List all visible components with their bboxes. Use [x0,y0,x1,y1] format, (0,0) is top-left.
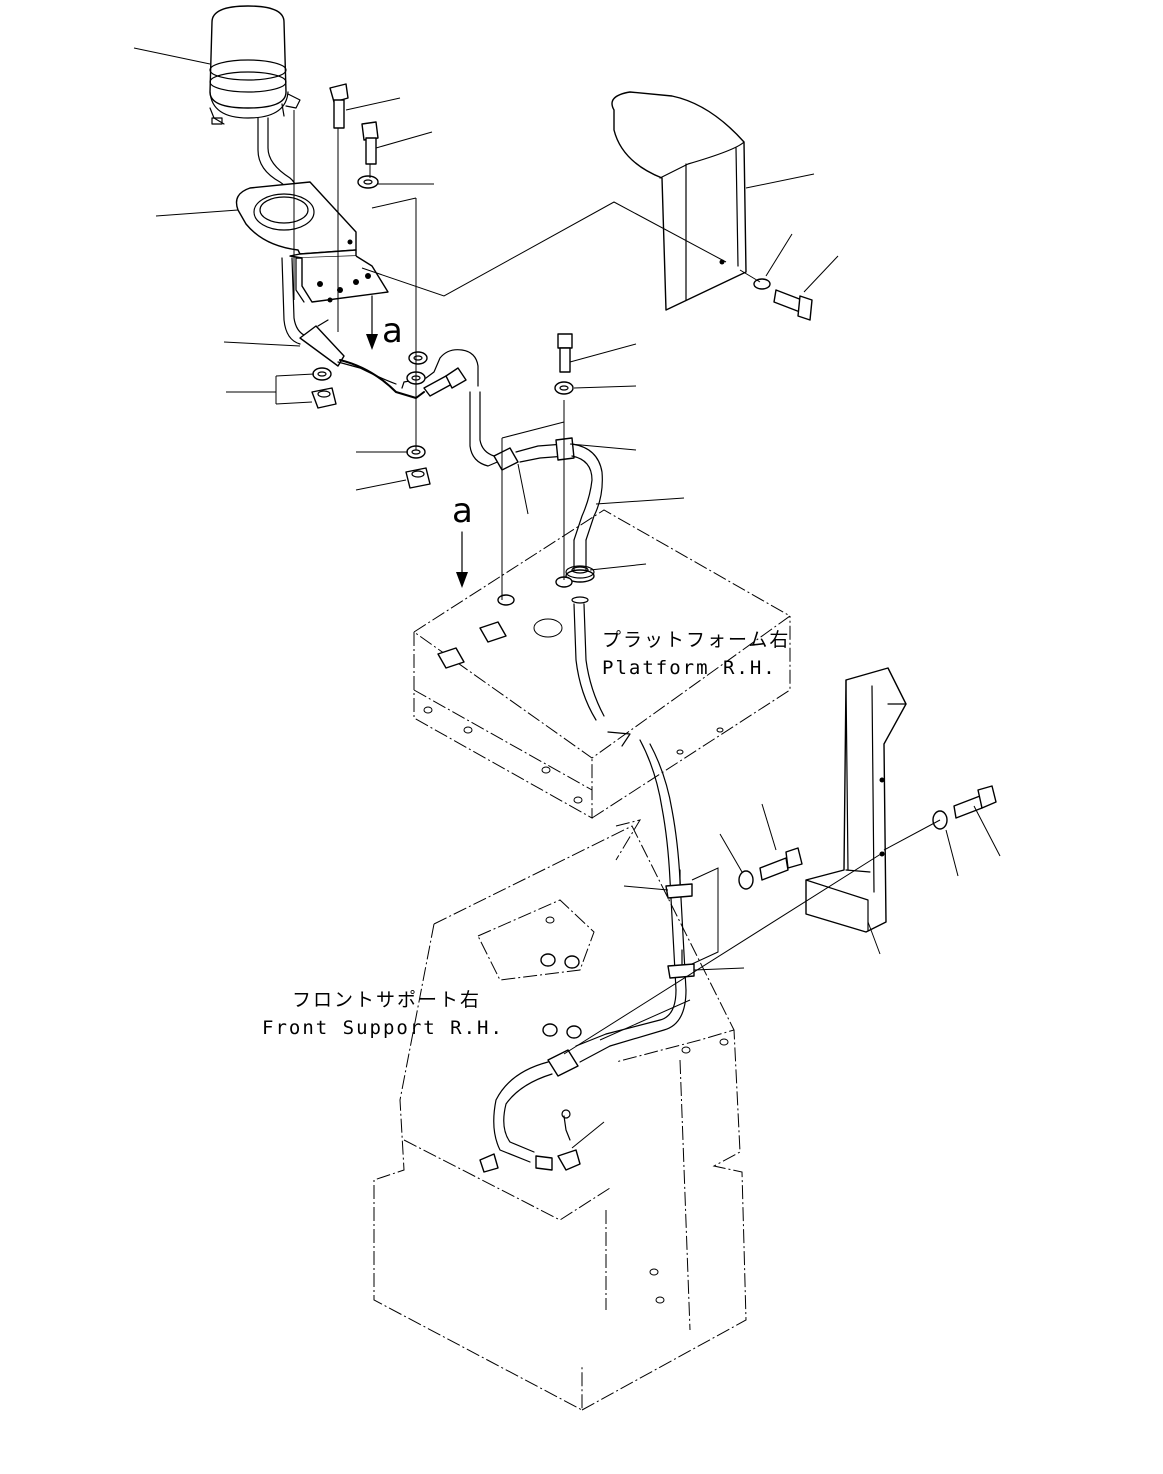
grommet [565,565,595,604]
view-arrow-lower: a [452,491,473,588]
bolts-and-fasteners [311,83,997,890]
alignment-lines [293,110,941,1055]
wire-harness-upper [339,349,603,571]
cable-clamps [665,869,695,979]
front-support-label: フロントサポート右 Front Support R.H. [262,989,504,1039]
lamp-bracket [235,181,389,303]
platform-label-en: Platform R.H. [602,657,777,679]
upper-cover [611,91,747,311]
lamp-cable-lower [281,257,397,385]
platform-label-jp: プラットフォーム右 [602,629,790,651]
wire-harness-lower [493,603,687,1171]
view-arrow-upper: a [366,295,403,351]
front-support-rh-outline [373,819,747,1411]
lower-cover [805,667,907,933]
beacon-lamp [209,5,301,125]
platform-label: プラットフォーム右 Platform R.H. [602,629,790,679]
view-letter-upper: a [382,311,403,351]
view-letter-lower: a [452,491,473,531]
front-support-label-jp: フロントサポート右 [292,989,481,1011]
leader-lines [133,47,1001,1149]
front-support-label-en: Front Support R.H. [262,1017,504,1039]
platform-rh-outline [413,509,791,819]
